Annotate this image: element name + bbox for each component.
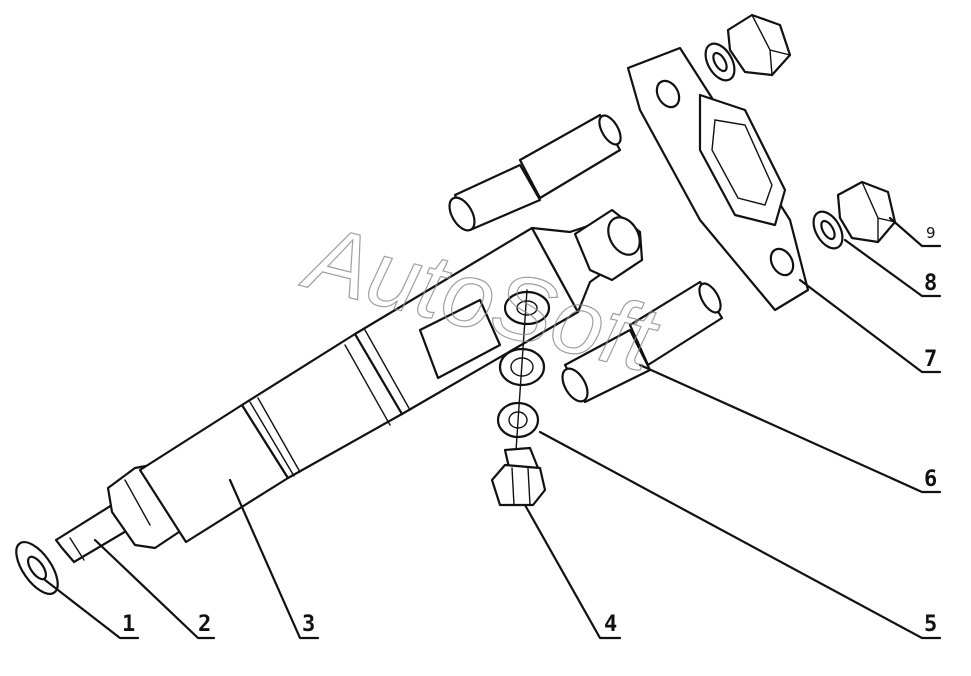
callout-2: 2 — [198, 612, 211, 637]
callout-6: 6 — [924, 467, 937, 492]
part-7-clamp-plate — [626, 46, 810, 312]
part-9-nut-upper — [726, 13, 792, 77]
part-3-injector-body — [106, 208, 644, 550]
part-1-washer — [15, 541, 59, 595]
callout-5: 5 — [924, 612, 937, 637]
callout-4: 4 — [604, 612, 617, 637]
part-6-sleeve-upper — [448, 113, 622, 232]
callout-7: 7 — [924, 347, 937, 372]
callout-8: 8 — [924, 271, 937, 296]
callout-9: 9 — [926, 224, 936, 242]
callout-3: 3 — [302, 612, 315, 637]
part-9-nut-lower — [836, 180, 897, 244]
leader-lines — [43, 216, 942, 640]
part-4-banjo-bolt — [490, 446, 547, 507]
part-8-washer-lower — [812, 210, 844, 250]
part-8-washer-upper — [704, 42, 736, 82]
callout-1: 1 — [122, 612, 135, 637]
part-5-banjo-washers — [496, 289, 551, 466]
callout-labels: 1 2 3 4 5 6 7 8 9 — [122, 224, 937, 637]
